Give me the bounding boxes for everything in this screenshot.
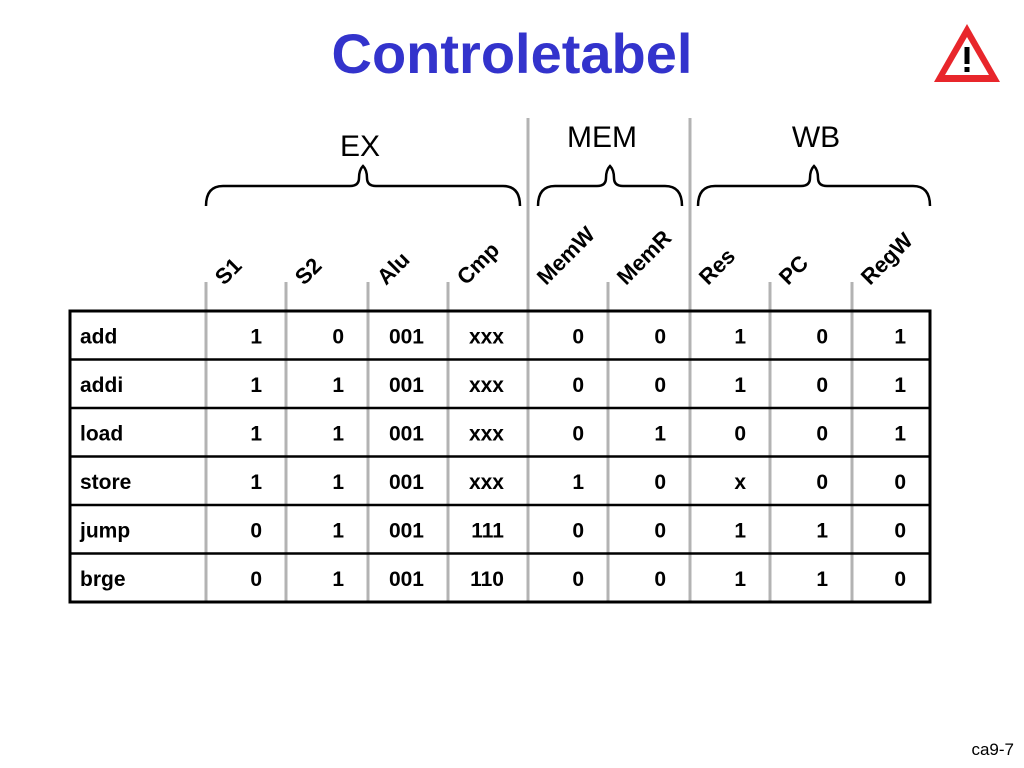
- cell-cmp: xxx: [469, 374, 504, 397]
- cell-s1: 1: [250, 471, 262, 494]
- cell-regw: 1: [894, 325, 906, 348]
- cell-alu: 001: [389, 568, 424, 591]
- cell-regw: 0: [894, 519, 906, 542]
- cell-pc: 1: [816, 519, 828, 542]
- column-label-memr: MemR: [612, 225, 676, 289]
- cell-memr: 0: [654, 519, 666, 542]
- cell-memr: 0: [654, 325, 666, 348]
- cell-pc: 0: [816, 325, 828, 348]
- cell-cmp: xxx: [469, 325, 504, 348]
- group-label-wb: WB: [792, 121, 840, 154]
- cell-memw: 0: [572, 325, 584, 348]
- cell-s1: 0: [250, 519, 262, 542]
- group-label-ex: EX: [340, 130, 380, 163]
- cell-memr: 0: [654, 568, 666, 591]
- cell-pc: 1: [816, 568, 828, 591]
- row-label: load: [80, 422, 123, 445]
- cell-res: 0: [734, 422, 746, 445]
- cell-memw: 0: [572, 519, 584, 542]
- cell-alu: 001: [389, 374, 424, 397]
- column-label-pc: PC: [774, 250, 813, 289]
- column-label-cmp: Cmp: [452, 237, 504, 289]
- slide-title: Controletabel: [331, 22, 693, 85]
- cell-alu: 001: [389, 422, 424, 445]
- cell-pc: 0: [816, 471, 828, 494]
- cell-res: 1: [734, 325, 746, 348]
- cell-regw: 0: [894, 471, 906, 494]
- cell-cmp: xxx: [469, 471, 504, 494]
- cell-memw: 0: [572, 422, 584, 445]
- row-label: jump: [79, 519, 130, 542]
- table-border: [68, 309, 932, 604]
- brace-ex: [204, 164, 522, 207]
- cell-alu: 001: [389, 325, 424, 348]
- cell-pc: 0: [816, 422, 828, 445]
- brace-wb: [696, 164, 932, 207]
- cell-regw: 1: [894, 374, 906, 397]
- cell-s2: 1: [332, 374, 344, 397]
- cell-memr: 1: [654, 422, 666, 445]
- cell-memw: 0: [572, 374, 584, 397]
- cell-res: x: [734, 471, 746, 494]
- cell-cmp: 111: [471, 519, 504, 542]
- group-label-mem: MEM: [567, 121, 637, 154]
- group-labels: EX MEM WB: [340, 121, 840, 163]
- cell-s1: 1: [250, 422, 262, 445]
- warning-icon: [934, 24, 1000, 82]
- cell-memr: 0: [654, 374, 666, 397]
- cell-res: 1: [734, 519, 746, 542]
- cell-res: 1: [734, 374, 746, 397]
- column-label-res: Res: [694, 243, 740, 289]
- cell-memw: 1: [572, 471, 584, 494]
- column-label-memw: MemW: [532, 222, 600, 290]
- cell-cmp: xxx: [469, 422, 504, 445]
- cell-s2: 0: [332, 325, 344, 348]
- cell-s1: 1: [250, 374, 262, 397]
- cell-s1: 1: [250, 325, 262, 348]
- cell-memr: 0: [654, 471, 666, 494]
- column-label-s1: S1: [210, 253, 247, 290]
- cell-regw: 1: [894, 422, 906, 445]
- column-label-s2: S2: [290, 253, 327, 290]
- cell-alu: 001: [389, 471, 424, 494]
- cell-s2: 1: [332, 519, 344, 542]
- cell-memw: 0: [572, 568, 584, 591]
- cell-cmp: 110: [470, 568, 504, 591]
- column-label-regw: RegW: [856, 228, 918, 290]
- row-label: store: [80, 471, 131, 494]
- cell-alu: 001: [389, 519, 424, 542]
- column-label-alu: Alu: [372, 247, 415, 290]
- group-braces: [204, 164, 932, 207]
- row-label: add: [80, 325, 117, 348]
- slide-number: ca9-7: [971, 740, 1014, 759]
- cell-s2: 1: [332, 568, 344, 591]
- cell-s2: 1: [332, 422, 344, 445]
- cell-pc: 0: [816, 374, 828, 397]
- table-row: store 1 1 001 xxx 1 0 x 0 0: [80, 471, 906, 494]
- row-label: addi: [80, 374, 123, 397]
- brace-mem: [536, 164, 684, 207]
- cell-res: 1: [734, 568, 746, 591]
- column-dividers: [204, 118, 854, 311]
- row-label: brge: [80, 568, 126, 591]
- cell-s1: 0: [250, 568, 262, 591]
- cell-s2: 1: [332, 471, 344, 494]
- cell-regw: 0: [894, 568, 906, 591]
